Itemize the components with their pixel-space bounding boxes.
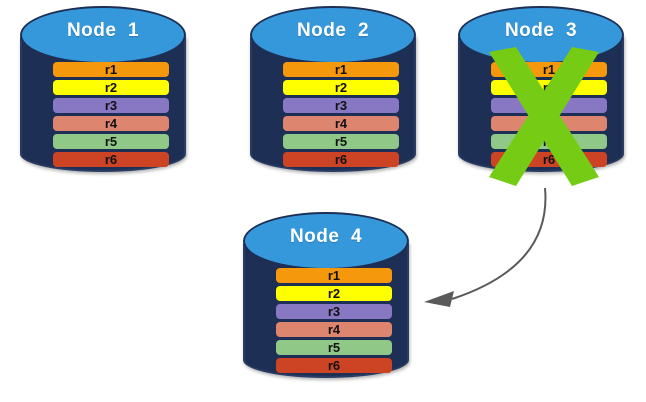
node-4-cylinder-top [243,212,409,270]
node-2-row-r6[interactable]: r6 [283,152,399,167]
node-2-row-r3[interactable]: r3 [283,98,399,113]
node-4-rows: r1 r2 r3 r4 r5 r6 [276,268,392,373]
node-1-cylinder-top [20,6,186,64]
node-1-row-r4[interactable]: r4 [53,116,169,131]
node-4[interactable]: Node 4 r1 r2 r3 r4 r5 r6 [243,212,409,392]
node-3-row-r5[interactable]: r5 [491,134,607,149]
node-2-row-r1[interactable]: r1 [283,62,399,77]
node-1[interactable]: Node 1 r1 r2 r3 r4 r5 r6 [20,6,186,186]
node-1-row-r6[interactable]: r6 [53,152,169,167]
failover-arrow-path [451,187,547,300]
node-4-row-r1[interactable]: r1 [276,268,392,283]
node-2-title: Node 2 [296,20,370,41]
node-4-title: Node 4 [289,226,363,247]
node-3-row-r2[interactable]: r2 [491,80,607,95]
node-3[interactable]: Node 3 r1 r2 r3 r4 r5 r6 [458,6,624,186]
node-3-rows: r1 r2 r3 r4 r5 r6 [491,62,607,167]
node-2-row-r2[interactable]: r2 [283,80,399,95]
node-4-row-r4[interactable]: r4 [276,322,392,337]
node-2-rows: r1 r2 r3 r4 r5 r6 [283,62,399,167]
node-2-cylinder-top [250,6,416,64]
node-2[interactable]: Node 2 r1 r2 r3 r4 r5 r6 [250,6,416,186]
node-3-row-r1[interactable]: r1 [491,62,607,77]
node-3-row-r3[interactable]: r3 [491,98,607,113]
node-4-row-r3[interactable]: r3 [276,304,392,319]
node-1-row-r3[interactable]: r3 [53,98,169,113]
failover-arrow-head [424,291,454,307]
node-1-row-r5[interactable]: r5 [53,134,169,149]
node-4-row-r6[interactable]: r6 [276,358,392,373]
node-1-rows: r1 r2 r3 r4 r5 r6 [53,62,169,167]
node-2-row-r4[interactable]: r4 [283,116,399,131]
node-1-title: Node 1 [66,20,140,41]
node-3-row-r4[interactable]: r4 [491,116,607,131]
node-1-row-r2[interactable]: r2 [53,80,169,95]
node-4-row-r5[interactable]: r5 [276,340,392,355]
node-3-title: Node 3 [504,20,578,41]
node-4-row-r2[interactable]: r2 [276,286,392,301]
node-1-row-r1[interactable]: r1 [53,62,169,77]
node-2-row-r5[interactable]: r5 [283,134,399,149]
node-3-row-r6[interactable]: r6 [491,152,607,167]
